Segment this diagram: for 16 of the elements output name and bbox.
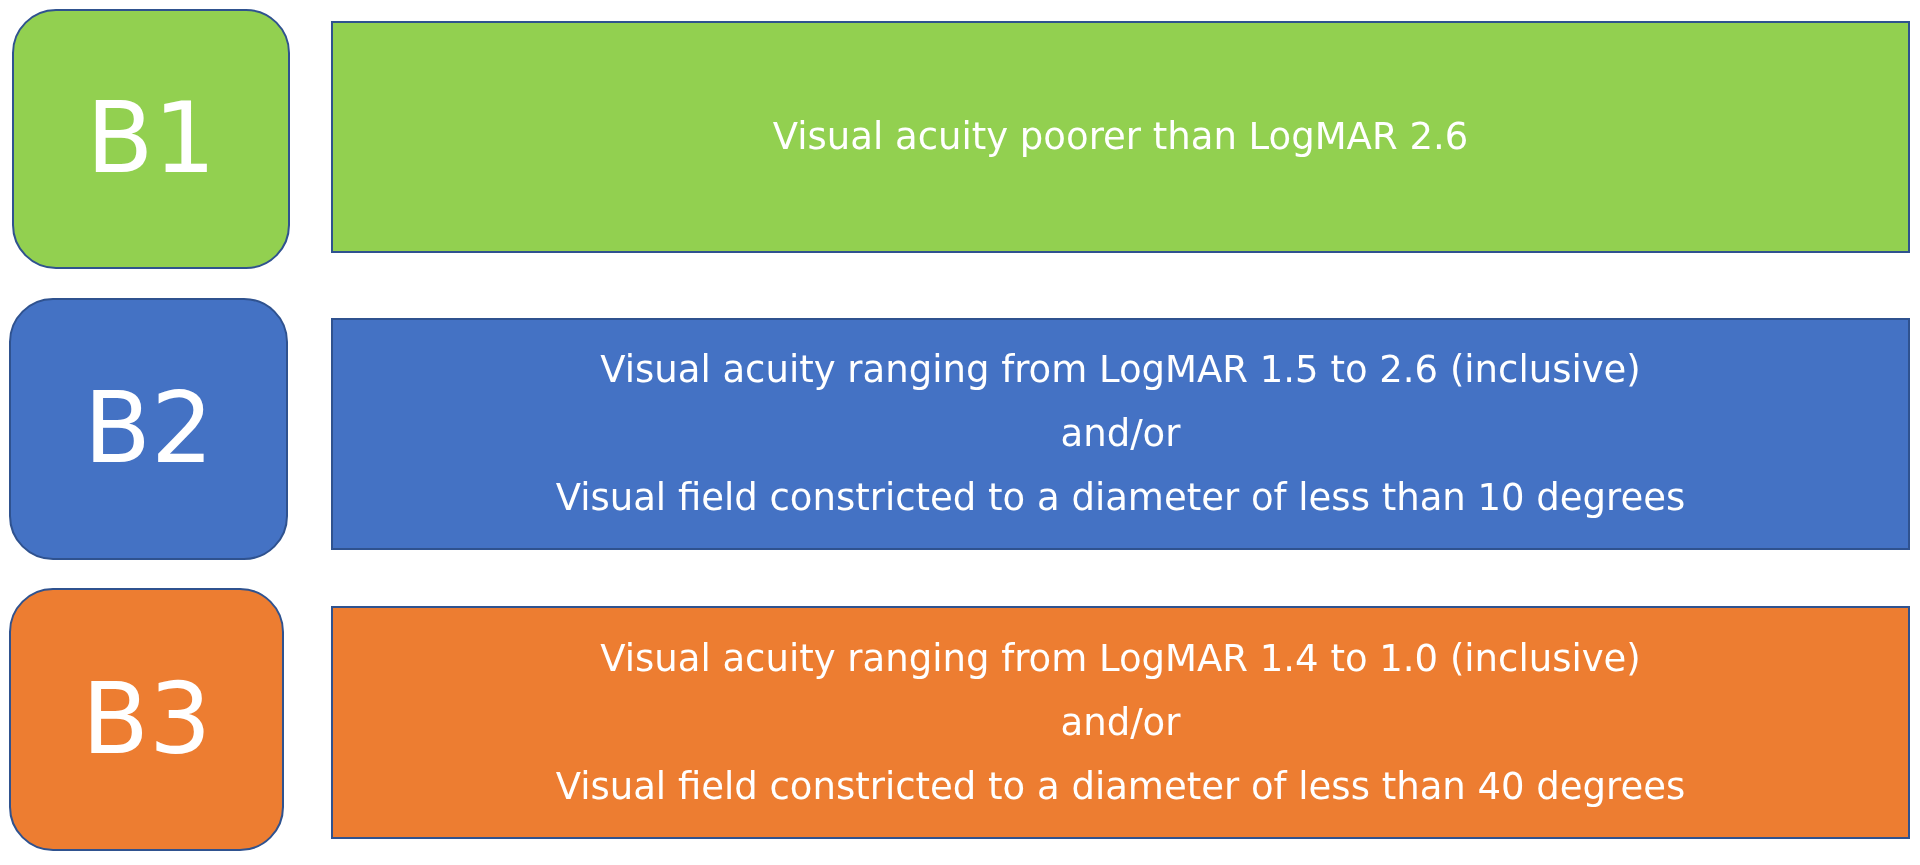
criteria-box	[331, 21, 1910, 253]
category-label: B2	[83, 375, 214, 483]
criteria-box	[331, 318, 1910, 550]
category-box	[9, 298, 288, 560]
criteria-text: and/or	[1060, 411, 1181, 457]
criteria-box	[331, 606, 1910, 839]
criteria-text: Visual acuity ranging from LogMAR 1.4 to 1.0 (inclusive)	[600, 635, 1641, 682]
category-box	[9, 588, 284, 851]
criteria-text: Visual acuity poorer than LogMAR 2.6	[772, 114, 1469, 160]
criteria-text: Visual acuity ranging from LogMAR 1.5 to 2.6 (inclusive)	[600, 347, 1641, 393]
criteria-text: Visual field constricted to a diameter of less than 40 degrees	[555, 763, 1686, 810]
category-box	[12, 9, 290, 269]
category-label: B3	[81, 665, 212, 774]
criteria-text: Visual field constricted to a diameter of less than 10 degrees	[555, 475, 1686, 521]
criteria-text: and/or	[1060, 699, 1181, 746]
category-label: B1	[86, 85, 216, 193]
